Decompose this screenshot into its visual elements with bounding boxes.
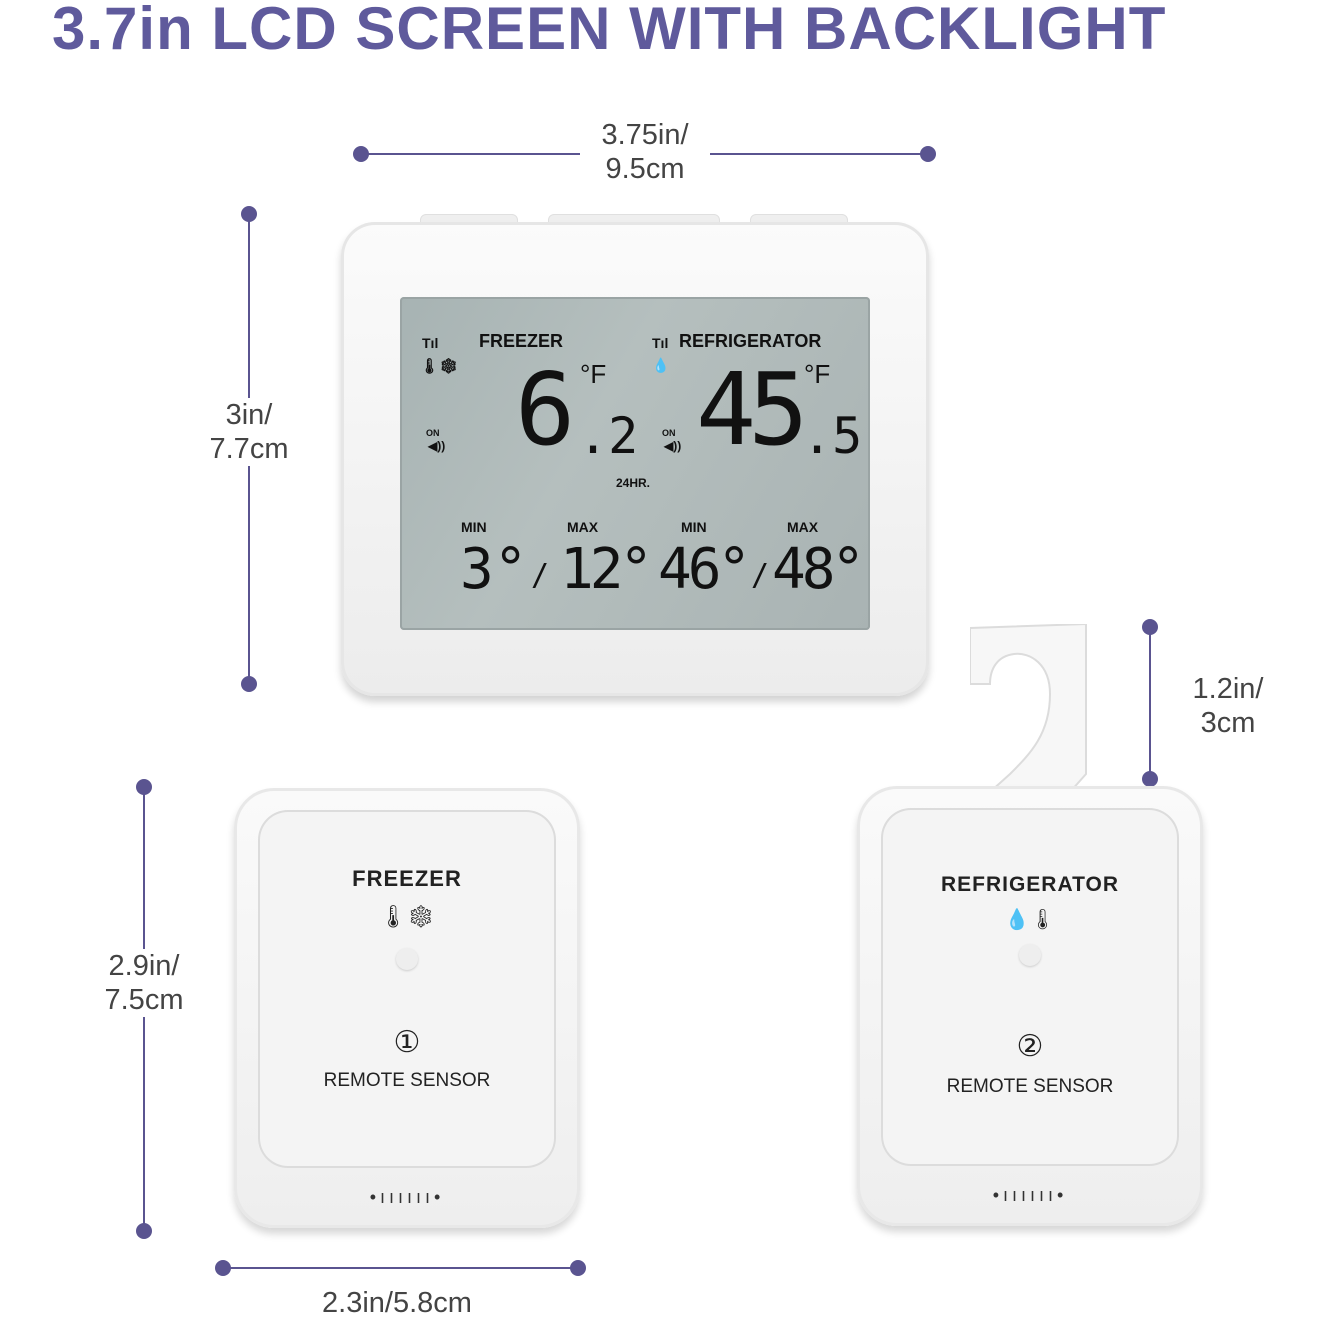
sensor-led (1019, 944, 1041, 966)
fridge-max-value: 48° (772, 537, 865, 602)
dimension-dot (241, 206, 257, 222)
sensor-led (396, 948, 418, 970)
droplet-thermometer-icon: 💧🌡 (1004, 909, 1056, 931)
fridge-remote-sensor: REFRIGERATOR 💧🌡 ② REMOTE SENSOR •ıııııı• (857, 786, 1203, 1226)
alarm-on-label: ON (426, 428, 440, 438)
signal-icon: Tıl (422, 335, 439, 351)
speaker-vent: •ıııııı• (992, 1185, 1068, 1205)
page-title: 3.7in LCD SCREEN WITH BACKLIGHT (52, 0, 1167, 62)
dimension-dot (353, 146, 369, 162)
speaker-vent: •ıııııı• (369, 1187, 445, 1207)
separator: / (751, 558, 770, 593)
freezer-min-label: MIN (461, 519, 487, 535)
fridge-label: REFRIGERATOR (679, 331, 822, 351)
display-height-label: 3in/ 7.7cm (195, 398, 303, 466)
alarm-on-label: ON (662, 428, 676, 438)
fridge-decimal: .5 (802, 407, 863, 465)
lcd-screen: Tıl 🌡❄ FREEZER Tıl 💧 REFRIGERATOR 6 .2 °… (400, 297, 870, 630)
signal-icon: Tıl (652, 335, 669, 351)
dimension-dot (136, 779, 152, 795)
fridge-min-value: 46° (658, 537, 751, 602)
fridge-temp: 45 (696, 351, 808, 468)
freezer-decimal: .2 (578, 407, 639, 465)
dimension-dot (570, 1260, 586, 1276)
freezer-temp: 6 (515, 351, 576, 468)
dimension-line (1149, 627, 1151, 779)
freezer-max-label: MAX (567, 519, 599, 535)
thermometer-snowflake-icon: 🌡❄ (379, 904, 435, 929)
sensor-number: ① (393, 1026, 421, 1059)
dimension-dot (241, 676, 257, 692)
sensor-label: FREEZER (352, 866, 462, 891)
sensor-number: ② (1016, 1030, 1044, 1063)
freezer-label: FREEZER (479, 331, 564, 351)
thermometer-snowflake-icon: 🌡❄ (420, 358, 459, 375)
sensor-face (881, 808, 1179, 1166)
sensor-width-label: 2.3in/5.8cm (292, 1286, 502, 1320)
freezer-remote-sensor: FREEZER 🌡❄ ① REMOTE SENSOR •ıııııı• (234, 788, 580, 1228)
hanging-hook (970, 624, 1087, 793)
period-label: 24HR. (616, 476, 651, 490)
hook-height-label: 1.2in/ 3cm (1176, 672, 1280, 740)
speaker-icon: ◀)) (664, 439, 682, 453)
display-width-label: 3.75in/ 9.5cm (580, 118, 710, 186)
dimension-dot (136, 1223, 152, 1239)
sensor-face (258, 810, 556, 1168)
fridge-min-label: MIN (681, 519, 707, 535)
droplet-thermometer-icon: 💧 (652, 357, 670, 373)
dimension-dot (920, 146, 936, 162)
sensor-label: REFRIGERATOR (940, 873, 1120, 896)
sensor-caption: REMOTE SENSOR (946, 1076, 1114, 1097)
dimension-dot (1142, 771, 1158, 787)
separator: / (531, 558, 550, 593)
freezer-max-value: 12° (560, 537, 653, 602)
dimension-dot (1142, 619, 1158, 635)
dimension-dot (215, 1260, 231, 1276)
sensor-height-label: 2.9in/ 7.5cm (88, 949, 200, 1017)
speaker-icon: ◀)) (428, 439, 446, 453)
freezer-min-value: 3° (460, 537, 528, 602)
fridge-unit: °F (804, 359, 831, 389)
fridge-max-label: MAX (787, 519, 819, 535)
freezer-unit: °F (580, 359, 607, 389)
sensor-caption: REMOTE SENSOR (323, 1070, 491, 1091)
dimension-line (223, 1267, 579, 1269)
